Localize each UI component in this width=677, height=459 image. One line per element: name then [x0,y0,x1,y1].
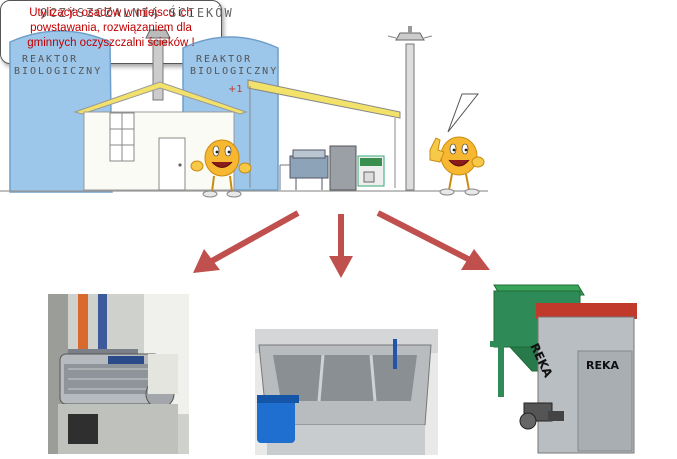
speech-bubble-text: Utylizacja osadów w miejscu ich powstawa… [27,7,195,49]
right-reactor-label-line-2: BIOLOGICZNY [190,66,279,77]
right-reactor-label-line-1: REAKTOR [196,54,253,65]
arrow-left [193,210,300,273]
left-reactor-label-line-2: BIOLOGICZNY [14,66,103,77]
arrow-right [376,210,490,270]
shed-equipment [279,145,385,191]
house [73,81,248,191]
right-reactor-label: REAKTOR BIOLOGICZNY [190,54,278,78]
arrow-center [329,214,353,278]
diagram-title: OCZYSZCZALNIA ŚCIEKÓW [40,6,234,20]
left-reactor-label-line-1: REAKTOR [22,54,79,65]
dewatering-press-photo [48,294,189,454]
sludge-tank-photo [255,329,438,455]
vent-pipe [145,29,171,101]
boiler-with-hopper-photo: REKA REKA [480,281,637,456]
left-reactor-label: REAKTOR BIOLOGICZNY [14,54,102,78]
boiler-front-brand: REKA [586,359,620,372]
smiley-icon [190,139,252,198]
bubble-tail [447,93,480,133]
chimney [387,26,433,191]
smiley-thumbs-up-icon [429,136,485,196]
reactor-plus-one-badge: +1 [228,84,243,95]
